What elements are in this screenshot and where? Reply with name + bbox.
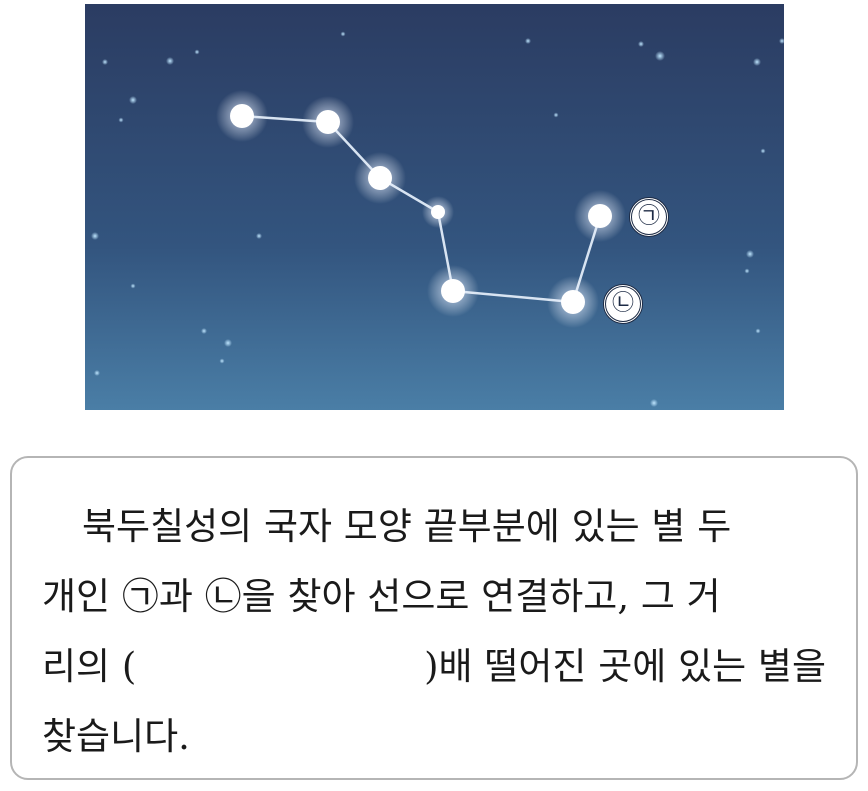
instruction-box: 북두칠성의 국자 모양 끝부분에 있는 별 두 개인 ㉠과 ㉡을 찾아 선으로 …	[10, 456, 858, 780]
star-sky-illustration	[85, 4, 784, 410]
dipper-stars	[216, 90, 626, 328]
instruction-line-1: 북두칠성의 국자 모양 끝부분에 있는 별 두	[82, 505, 732, 548]
dipper-star	[216, 90, 268, 142]
dipper-star	[354, 152, 406, 204]
star-label-b: ㉡	[603, 284, 643, 324]
big-dipper-diagram	[85, 4, 784, 410]
instruction-line-3-before: 리의 (	[42, 645, 137, 688]
dipper-star	[302, 96, 354, 148]
dipper-star-b	[547, 276, 599, 328]
background-stars	[91, 31, 784, 407]
dipper-star	[422, 196, 454, 228]
instruction-line-4: 찾습니다.	[42, 715, 190, 758]
dipper-star	[427, 265, 479, 317]
star-label-b-text: ㉡	[611, 291, 634, 316]
star-label-a: ㉠	[629, 197, 669, 237]
instruction-line-2: 개인 ㉠과 ㉡을 찾아 선으로 연결하고, 그 거	[42, 575, 721, 618]
instruction-line-3-after: )배 떨어진 곳에 있는 별을	[424, 645, 826, 688]
star-label-a-text: ㉠	[637, 204, 660, 229]
instruction-line-3: 리의 ( )배 떨어진 곳에 있는 별을	[42, 632, 826, 702]
dipper-star-a	[574, 190, 626, 242]
